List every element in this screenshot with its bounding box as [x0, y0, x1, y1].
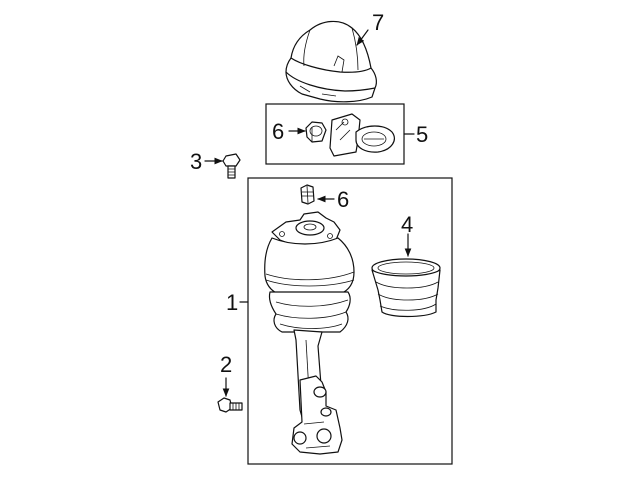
callout-6a: 6 [272, 119, 284, 144]
dust-cover-part [285, 20, 377, 103]
callout-5: 5 [416, 122, 428, 147]
callout-7: 7 [372, 10, 384, 35]
air-strut-assembly [264, 211, 355, 455]
callout-1: 1 [226, 290, 238, 315]
callout-2: 2 [220, 352, 232, 377]
callout-3: 3 [190, 149, 202, 174]
boot-part [371, 258, 441, 318]
leader-arrow-7 [356, 29, 369, 46]
part-1-group-box [247, 177, 453, 465]
bolt-part-2 [217, 397, 243, 413]
callout-6b: 6 [337, 187, 349, 212]
nut-part [305, 121, 327, 143]
mount-bracket-part [329, 113, 395, 157]
top-nut-part [300, 184, 315, 205]
bolt-part-3 [222, 153, 241, 179]
callout-4: 4 [401, 212, 413, 237]
